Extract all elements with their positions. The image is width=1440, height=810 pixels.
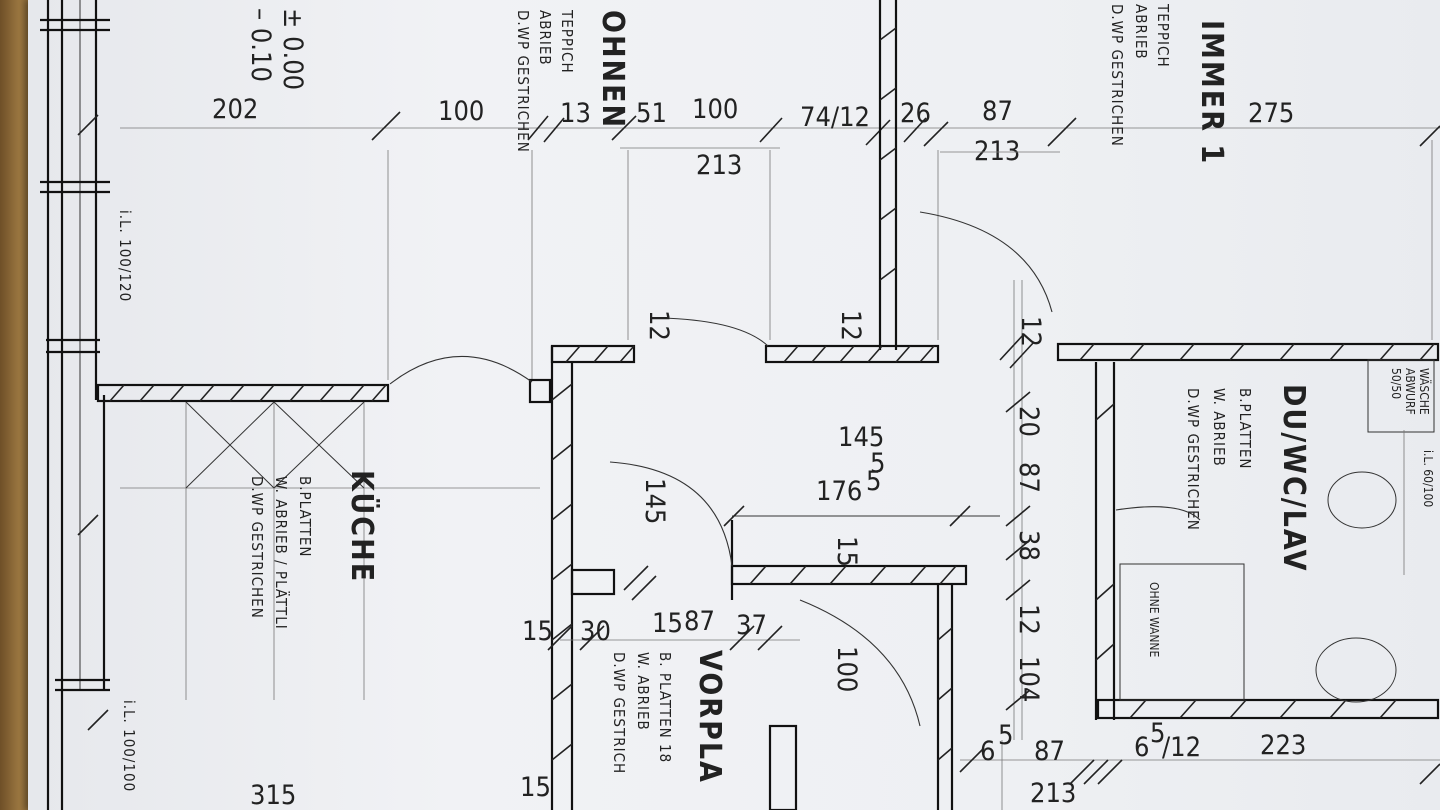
dim-100: 100	[831, 646, 862, 692]
zimmer-note-3: D.WP GESTRICHEN	[1108, 4, 1126, 147]
room-zimmer: IMMER 1	[1194, 20, 1229, 165]
dim-37: 37	[736, 610, 767, 641]
dim-315: 315	[250, 780, 296, 810]
notes-kueche: B.PLATTEN W. ABRIEB / PLÄTTLI D.WP GESTR…	[248, 476, 314, 630]
dim-100-a: 100	[438, 96, 484, 127]
dim-15-a: 15	[522, 616, 553, 647]
dim-176-sup: 5	[866, 466, 881, 497]
wall-bad	[1094, 359, 1440, 720]
wall-zimmer-partition	[878, 0, 898, 350]
dim-15-mid: 15	[831, 536, 862, 567]
wall-vorplatz-inner	[730, 520, 968, 810]
exterior-wall	[40, 0, 110, 810]
kueche-note-3: D.WP GESTRICHEN	[248, 476, 266, 619]
wanne-note: OHNE WANNE	[1147, 582, 1161, 657]
dim-6-5-a-sup: 5	[998, 720, 1013, 751]
dim-15-c: 15	[520, 772, 551, 803]
window-label-1: i.L. 100/120	[116, 210, 134, 302]
bad-note-2: W. ABRIEB	[1210, 388, 1228, 467]
dim-20: 20	[1013, 406, 1044, 437]
dim-202: 202	[212, 94, 258, 125]
notes-vorplatz: B. PLATTEN 18 W. ABRIEB D.WP GESTRICH	[610, 652, 674, 774]
waesche-note-1: WÄSCHE	[1417, 368, 1432, 415]
dim-6-5-a: 6	[980, 736, 995, 767]
kueche-note-1: B.PLATTEN	[296, 476, 314, 557]
level-plus: ± 0.00	[277, 8, 308, 90]
room-vorplatz: VORPLA	[692, 650, 727, 784]
dim-145-sup: 5	[870, 448, 885, 479]
zimmer-note-1: TEPPICH	[1154, 3, 1172, 68]
kueche-note-2: W. ABRIEB / PLÄTTLI	[272, 476, 291, 630]
vorplatz-note-1: B. PLATTEN 18	[656, 652, 674, 763]
dim-176: 176	[816, 476, 862, 507]
room-kueche: KÜCHE	[344, 470, 381, 583]
dim-87-bottom: 87	[684, 606, 715, 637]
dim-26: 26	[900, 98, 931, 129]
dim-12-a: 12	[643, 310, 674, 341]
dim-100-b: 100	[692, 94, 738, 125]
dim-12-b: 12	[835, 310, 866, 341]
dim-145-a: 145	[838, 422, 884, 453]
wohnen-note-2: ABRIEB	[536, 10, 554, 66]
wall-kueche-top	[96, 378, 552, 404]
dim-213-c: 213	[1030, 778, 1076, 809]
vorplatz-note-3: D.WP GESTRICH	[610, 652, 628, 774]
dim-145-b: 145	[639, 478, 670, 524]
bad-note-1: B.PLATTEN	[1236, 388, 1254, 469]
bad-note-3: D.WP GESTRICHEN	[1184, 388, 1202, 531]
floor-plan-drawing: i.L. 100/120 i.L. 100/100 ± 0.00 – 0.10 …	[40, 0, 1440, 810]
dim-12-bottom: /12	[1162, 732, 1201, 763]
level-minus: – 0.10	[245, 8, 276, 82]
window-label-bad: i.L. 60/100	[1421, 450, 1435, 507]
dim-87: 87	[982, 96, 1013, 127]
dim-6-5-b: 6	[1134, 732, 1149, 763]
vorplatz-note-2: W. ABRIEB	[634, 652, 652, 731]
dim-30: 30	[580, 616, 611, 647]
dim-87-b: 87	[1034, 736, 1065, 767]
vertical-dimension-stack: 20 87 38 12 104	[1005, 391, 1044, 711]
door-swings	[389, 211, 1397, 727]
zimmer-note-2: ABRIEB	[1132, 4, 1150, 60]
room-wohnen: OHNEN	[595, 10, 630, 129]
waesche-note-2: ABWURF	[1403, 368, 1417, 415]
room-bad: DU/WC/LAV	[1276, 384, 1311, 573]
dim-51: 51	[636, 98, 667, 129]
wohnen-note-1: TEPPICH	[558, 9, 576, 74]
dim-213-a: 213	[696, 150, 742, 181]
floor-plan-sheet: i.L. 100/120 i.L. 100/100 ± 0.00 – 0.10 …	[28, 0, 1440, 810]
dim-213-b: 213	[974, 136, 1020, 167]
dim-12-c: 12	[1015, 316, 1046, 347]
wohnen-note-3: D.WP GESTRICHEN	[514, 10, 532, 153]
waesche-note-3: 50/50	[1389, 368, 1403, 399]
dim-38: 38	[1013, 530, 1044, 561]
dim-15-b: 15	[652, 608, 683, 639]
kueche-cupboards	[185, 401, 365, 489]
notes-zimmer: TEPPICH ABRIEB D.WP GESTRICHEN	[1108, 3, 1172, 147]
vorplatz-dimensions: 145 5 176 5 145 15 100	[639, 422, 1000, 692]
dim-13: 13	[560, 98, 591, 129]
notes-wohnen: TEPPICH ABRIEB D.WP GESTRICHEN	[514, 9, 576, 153]
dim-12-v: 12	[1013, 604, 1044, 635]
window-label-2: i.L. 100/100	[120, 700, 138, 792]
top-dimension-row: 202 100 13 51 100 74/12 26 87 275 213 21…	[120, 94, 1440, 181]
dim-275: 275	[1248, 98, 1294, 129]
guide-lines	[120, 140, 1433, 810]
dim-104: 104	[1013, 656, 1044, 702]
notes-bad: B.PLATTEN W. ABRIEB D.WP GESTRICHEN	[1184, 388, 1254, 531]
wall-vorplatz-top	[550, 333, 1440, 369]
dim-223: 223	[1260, 730, 1306, 761]
dim-74-12: 74/12	[800, 102, 870, 133]
bottom-dimension-row: 15 30 15 87 37 6 5 87 6 5 /12 223 213 31…	[250, 565, 1440, 810]
dim-6-5-b-sup: 5	[1150, 718, 1165, 749]
wall-vorplatz-left	[550, 346, 616, 810]
dim-87-v: 87	[1013, 462, 1044, 493]
